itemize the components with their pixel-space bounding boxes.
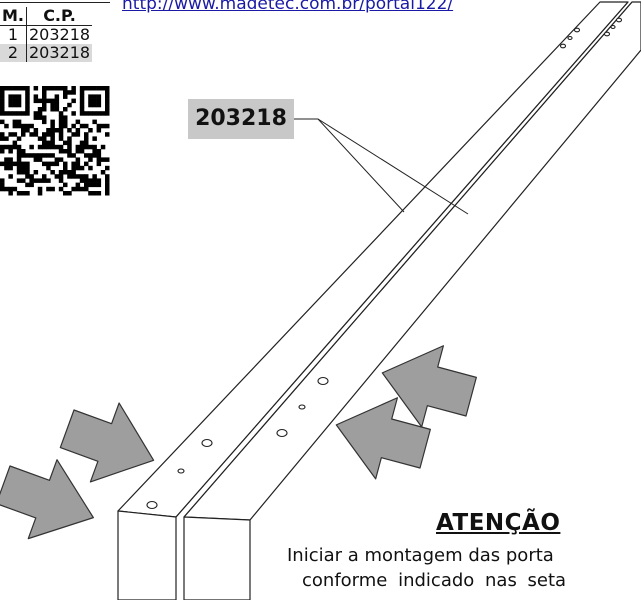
beam-right <box>183 1 641 600</box>
arrow-indicator-icon <box>335 397 431 480</box>
arrow-indicator-icon <box>59 402 155 483</box>
leader-line <box>294 118 405 213</box>
hole <box>177 468 185 474</box>
beam-left-front-face <box>117 510 177 600</box>
qr-code-icon <box>0 86 110 196</box>
leader-line <box>317 118 469 215</box>
hole <box>559 43 567 49</box>
cell-cp: 203218 <box>29 25 91 44</box>
cell-m: 1 <box>0 25 27 44</box>
part-code-label: 203218 <box>188 99 294 139</box>
cell-m: 2 <box>0 44 27 62</box>
header-rule <box>0 2 110 3</box>
hole <box>276 428 288 438</box>
cell-cp: 203218 <box>26 44 93 62</box>
hole <box>146 500 158 510</box>
arrow-indicator-icon <box>0 459 94 540</box>
hole <box>567 35 573 41</box>
hole <box>610 24 616 30</box>
drill-holes <box>146 17 623 510</box>
table-row: 2 203218 <box>0 44 93 62</box>
parts-table: M. C.P. 1 203218 2 203218 <box>0 7 93 62</box>
attention-title: ATENÇÃO <box>436 510 561 536</box>
parts-table-header: M. C.P. <box>0 7 93 26</box>
hole <box>201 438 213 448</box>
attention-text-line-2: conforme indicado nas seta <box>302 570 567 591</box>
table-row: 1 203218 <box>0 25 92 44</box>
beam-right-front-face <box>183 516 251 600</box>
hole <box>603 31 611 37</box>
callout-leaders <box>294 118 469 215</box>
arrow-indicator-icon <box>381 345 477 428</box>
attention-text-line-1: Iniciar a montagem das porta <box>287 545 554 566</box>
groove-line <box>175 1 629 518</box>
hole <box>317 376 329 386</box>
col-header-m: M. <box>0 7 27 26</box>
direction-arrows <box>0 345 477 540</box>
hole <box>298 404 306 410</box>
col-header-cp: C.P. <box>26 7 93 26</box>
hole <box>573 27 581 33</box>
groove-line <box>183 1 633 518</box>
website-link[interactable]: http://www.madetec.com.br/portal122/ <box>122 0 454 14</box>
hole <box>615 17 623 23</box>
